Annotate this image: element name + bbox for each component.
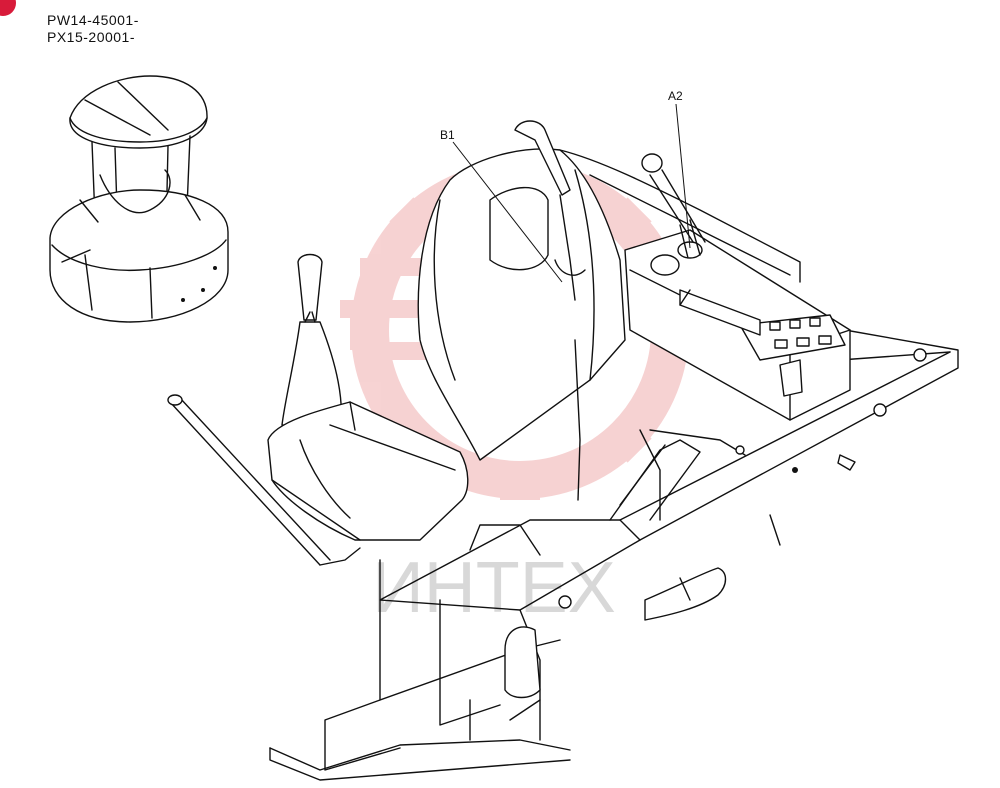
serial-range-1: PW14-45001-: [47, 12, 139, 28]
corner-badge: [0, 0, 16, 16]
inset-cab-view: [49, 75, 229, 323]
callout-a2: A2: [668, 89, 691, 249]
callout-label-a2: A2: [668, 89, 683, 103]
callout-label-b1: B1: [440, 128, 455, 142]
operator-station-assembly: [167, 120, 959, 781]
serial-range-2: PX15-20001-: [47, 29, 136, 45]
callout-b1: B1: [440, 128, 563, 283]
watermark-text: ИНТЕХ: [372, 548, 616, 628]
